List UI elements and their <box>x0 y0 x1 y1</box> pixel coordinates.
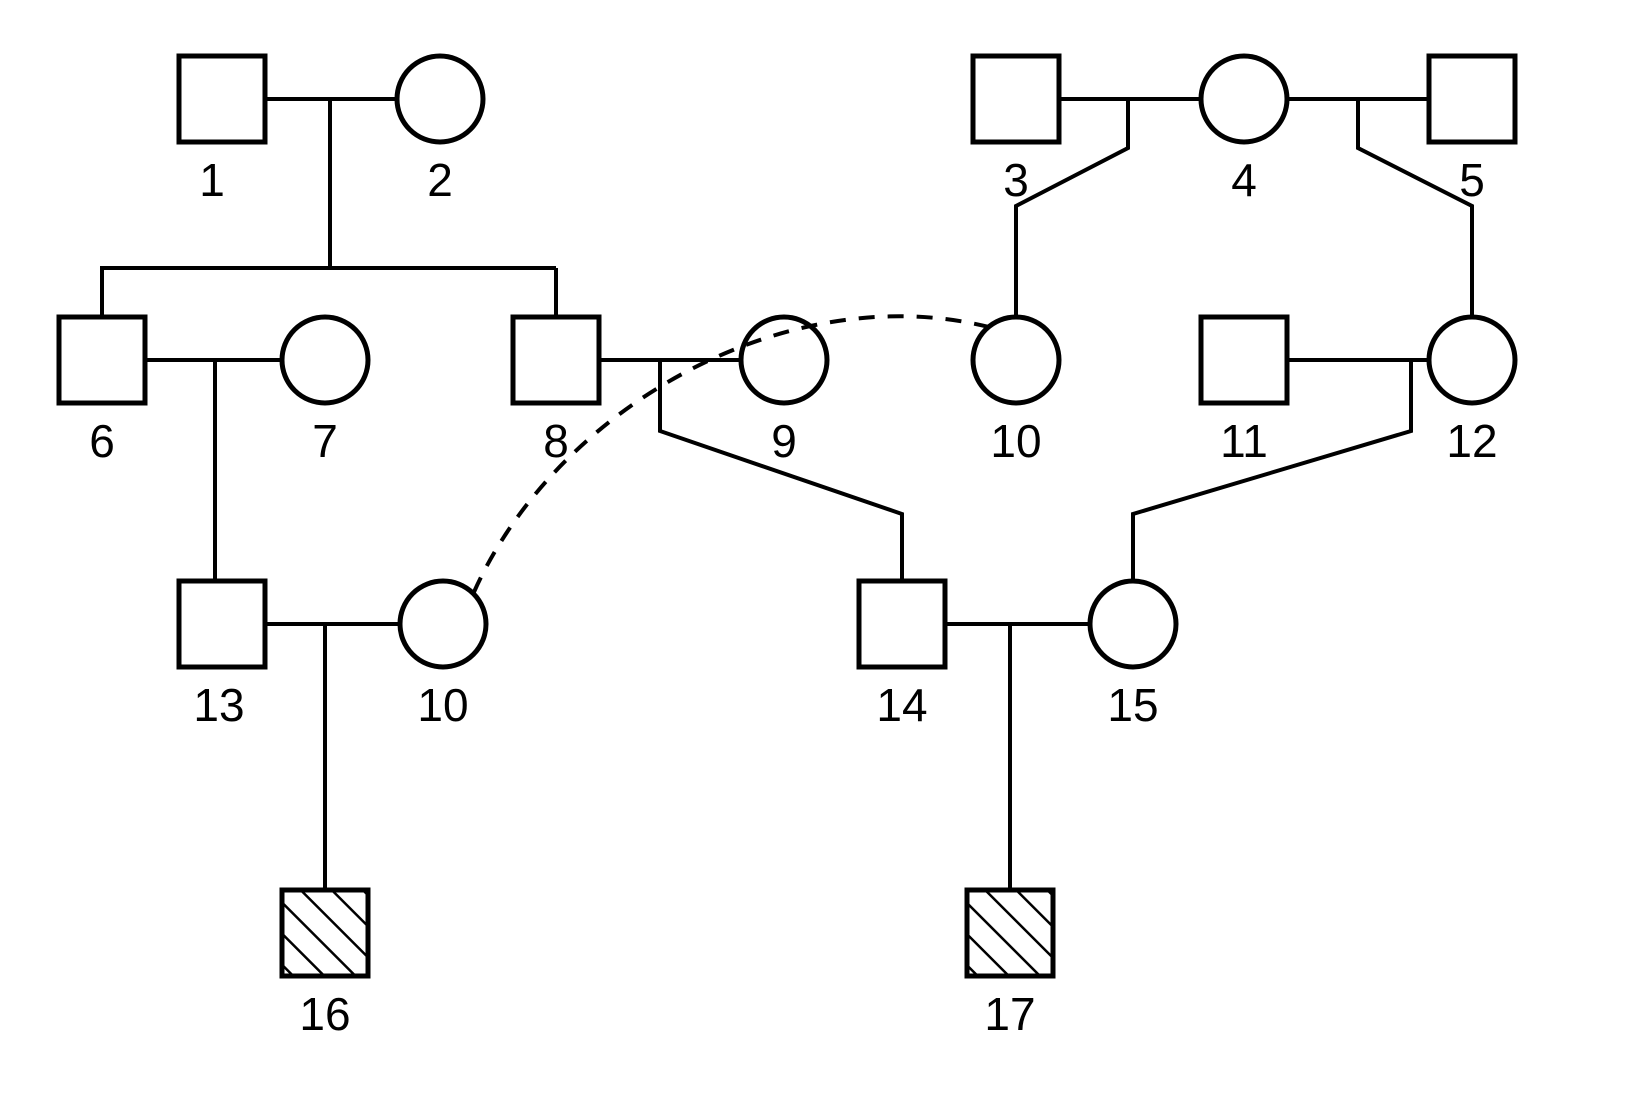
label-individual-13: 13 <box>193 679 244 731</box>
label-individual-15: 15 <box>1107 679 1158 731</box>
label-individual-8: 8 <box>543 415 569 467</box>
individual-10-upper-circle[interactable] <box>970 314 1062 406</box>
descent-path-3-4-to-10 <box>1014 99 1130 317</box>
individual-9-circle[interactable] <box>738 314 830 406</box>
label-individual-12: 12 <box>1446 415 1497 467</box>
individual-15-circle[interactable] <box>1087 578 1179 670</box>
individual-6-square[interactable] <box>56 314 148 406</box>
label-individual-4: 4 <box>1231 154 1257 206</box>
individual-2-circle[interactable] <box>394 53 486 145</box>
descent-path-8-9-to-14 <box>658 360 904 581</box>
label-individual-6: 6 <box>89 415 115 467</box>
label-individual-5: 5 <box>1459 154 1485 206</box>
same-person-dashed-link-10 <box>472 314 1001 593</box>
individual-1-square[interactable] <box>176 53 268 145</box>
descent-path-11-12-to-15 <box>1131 360 1413 581</box>
label-individual-16: 16 <box>299 988 350 1040</box>
label-individual-14: 14 <box>876 679 927 731</box>
individual-17-square-affected[interactable] <box>964 887 1056 979</box>
label-individual-10-lower: 10 <box>417 679 468 731</box>
individual-13-square[interactable] <box>176 578 268 670</box>
descent-path-4-5-to-12 <box>1356 99 1474 317</box>
label-individual-9: 9 <box>771 415 797 467</box>
individual-7-circle[interactable] <box>279 314 371 406</box>
label-individual-1: 1 <box>199 154 225 206</box>
individual-11-square[interactable] <box>1198 314 1290 406</box>
label-individual-11: 11 <box>1220 415 1268 467</box>
individual-10-lower-circle[interactable] <box>397 578 489 670</box>
label-individual-17: 17 <box>984 988 1035 1040</box>
individual-5-square[interactable] <box>1426 53 1518 145</box>
label-individual-10-upper: 10 <box>990 415 1041 467</box>
label-individual-3: 3 <box>1003 154 1029 206</box>
individual-8-square[interactable] <box>510 314 602 406</box>
individual-16-square-affected[interactable] <box>279 887 371 979</box>
individual-3-square[interactable] <box>970 53 1062 145</box>
label-individual-7: 7 <box>312 415 338 467</box>
label-individual-2: 2 <box>427 154 453 206</box>
individual-12-circle[interactable] <box>1426 314 1518 406</box>
individual-14-square[interactable] <box>856 578 948 670</box>
individual-4-circle[interactable] <box>1198 53 1290 145</box>
